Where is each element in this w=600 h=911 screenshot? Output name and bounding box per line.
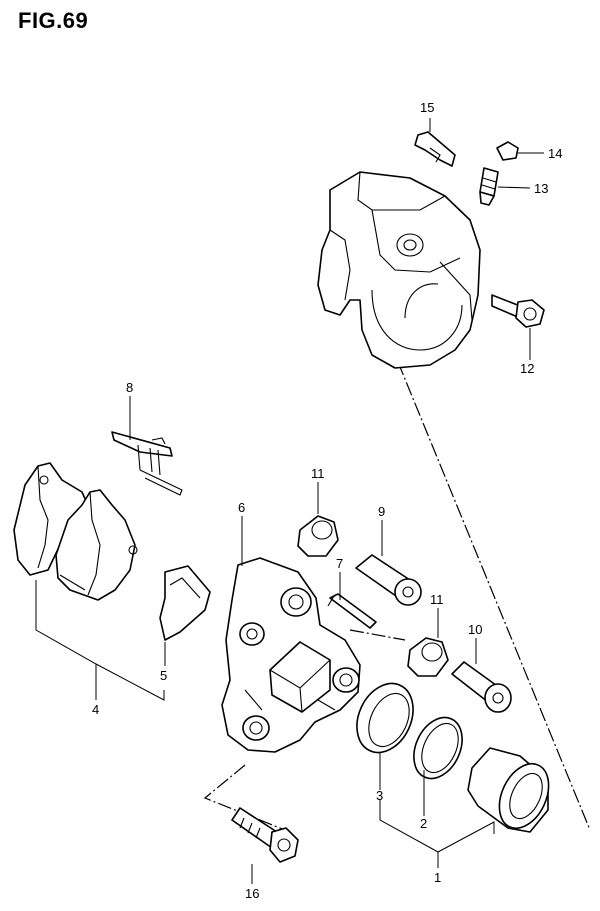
- cap-14: [496, 141, 519, 161]
- anti-rattle-spring-8: [111, 431, 183, 496]
- bolt-12: [491, 294, 545, 328]
- caliper-body: [317, 171, 481, 369]
- leader-lines: [35, 118, 544, 884]
- callout-5: 5: [160, 668, 167, 683]
- shim-5: [159, 565, 211, 641]
- callout-4: 4: [92, 702, 99, 717]
- slide-pin-10: [451, 661, 512, 713]
- piston-1: [467, 747, 550, 833]
- callout-10: 10: [468, 622, 482, 637]
- spring-clip-15: [414, 131, 456, 167]
- callout-16: 16: [245, 886, 259, 901]
- pad-pin-7: [327, 593, 377, 629]
- assembly-line-mid: [349, 629, 406, 641]
- callout-1: 1: [434, 870, 441, 885]
- boot-11-lower: [407, 637, 449, 677]
- bolt-16: [231, 807, 299, 863]
- dust-seal-3: [356, 682, 414, 754]
- bleeder-screw-13: [479, 167, 499, 206]
- callout-7: 7: [336, 556, 343, 571]
- callout-6: 6: [238, 500, 245, 515]
- figure-title: FIG.69: [18, 8, 89, 33]
- slide-pin-9: [355, 554, 422, 606]
- callout-15: 15: [420, 100, 434, 115]
- callout-11-upper: 11: [311, 466, 325, 481]
- piston-seal-2: [413, 716, 463, 780]
- caliper-bracket-6: [221, 557, 361, 753]
- boot-11-upper: [297, 515, 339, 557]
- callout-14: 14: [548, 146, 562, 161]
- callout-13: 13: [534, 181, 548, 196]
- callout-9: 9: [378, 504, 385, 519]
- brake-pads-4: [13, 462, 138, 601]
- assembly-line-lower: [203, 764, 286, 831]
- callout-11-lower: 11: [430, 592, 444, 607]
- assembly-line: [397, 361, 591, 831]
- callout-8: 8: [126, 380, 133, 395]
- callout-12: 12: [520, 361, 534, 376]
- callout-3: 3: [376, 788, 383, 803]
- callout-2: 2: [420, 816, 427, 831]
